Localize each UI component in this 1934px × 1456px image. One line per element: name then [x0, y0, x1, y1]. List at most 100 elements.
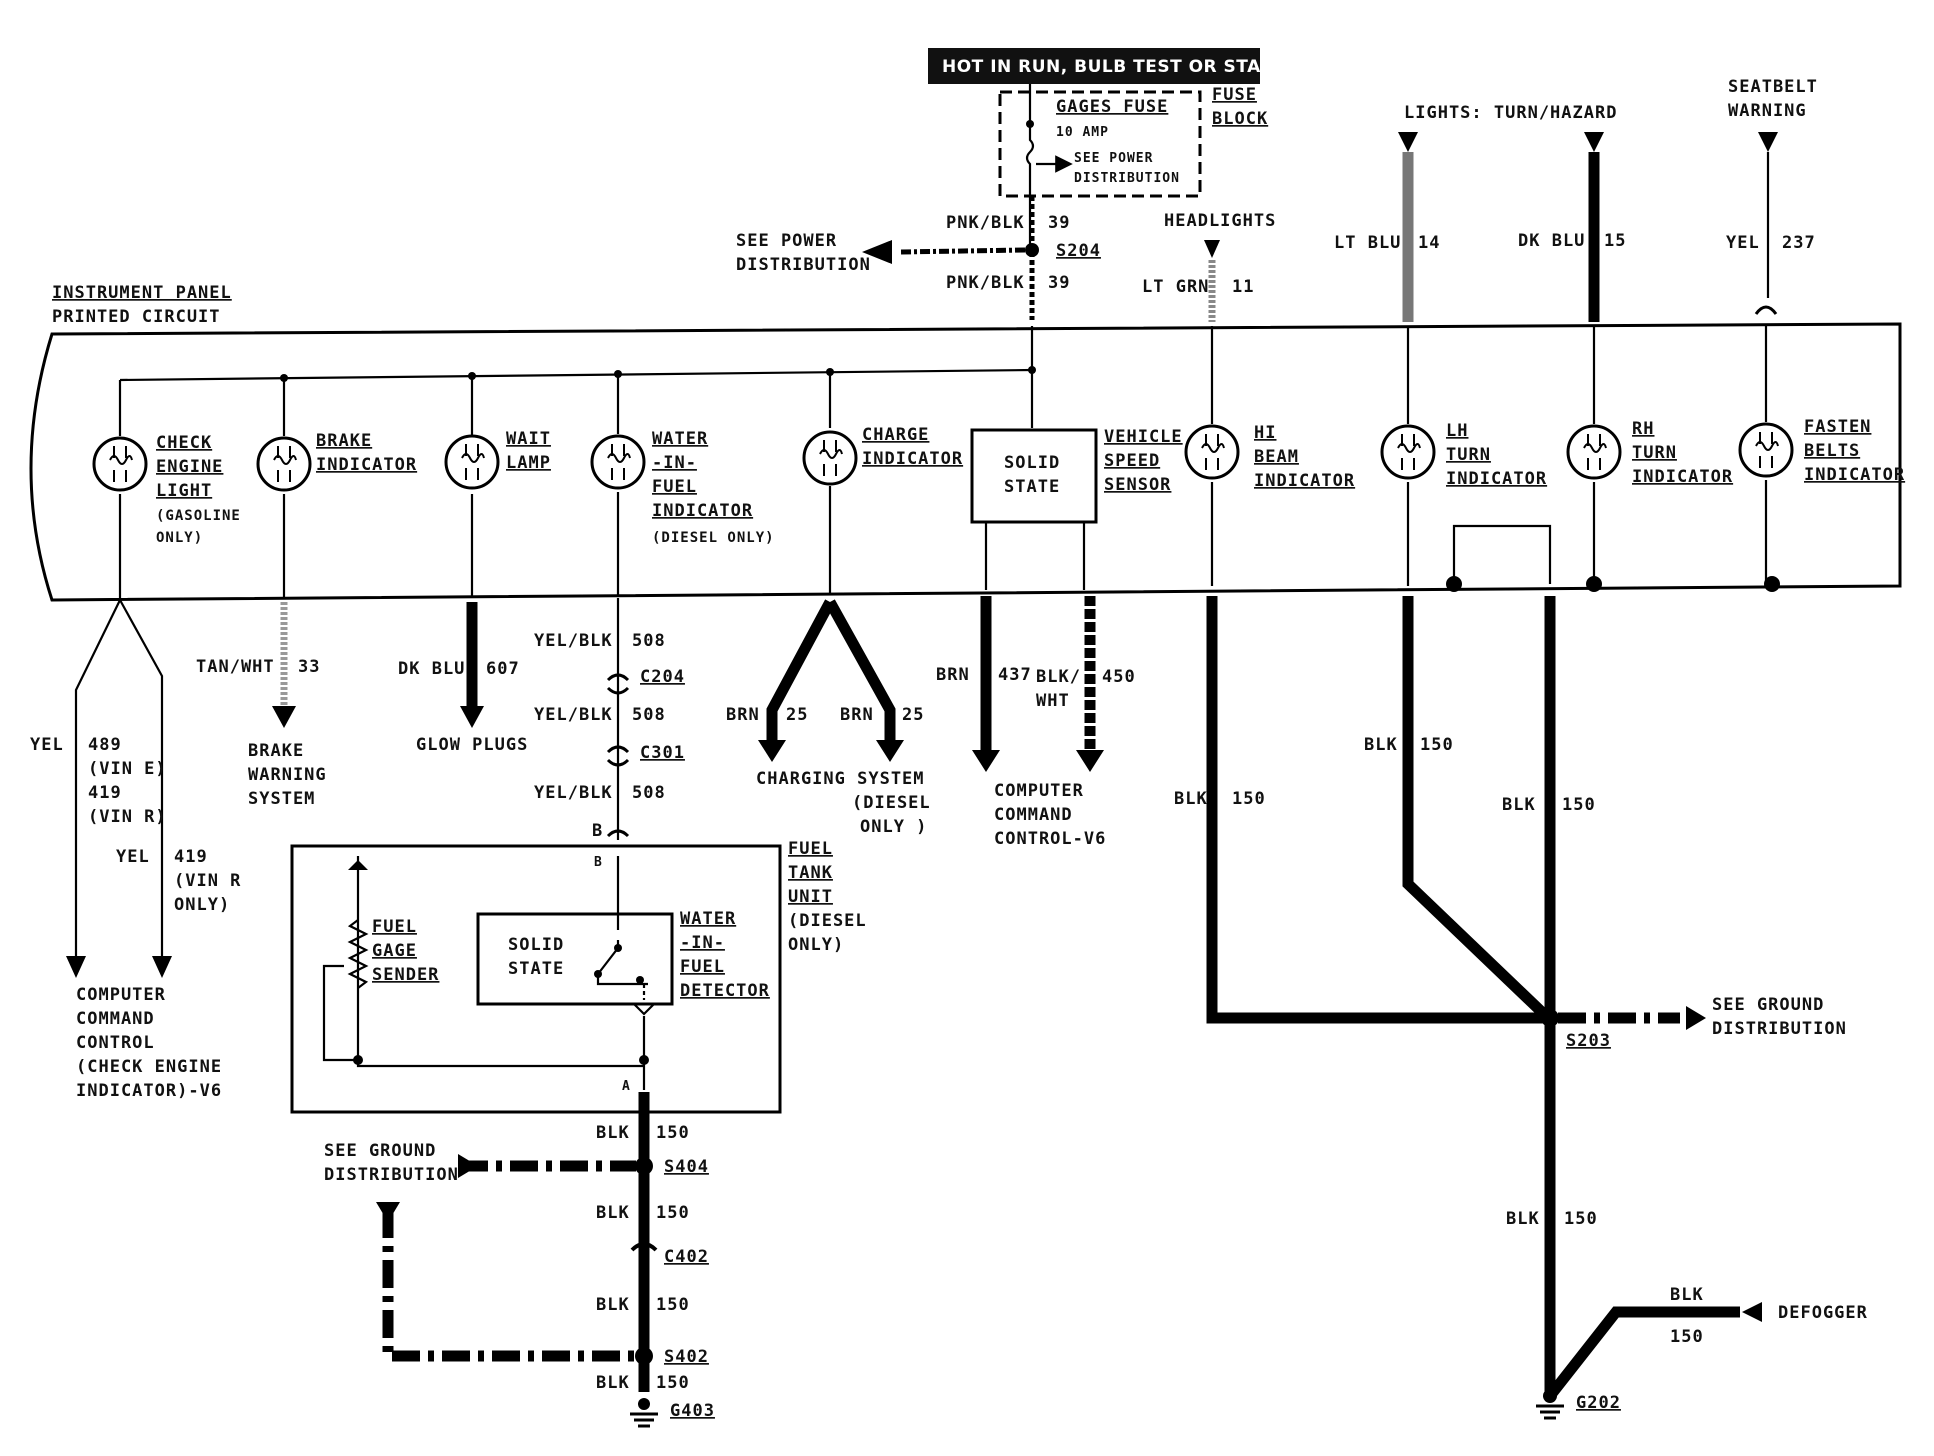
vss-label-2: SPEED	[1104, 451, 1160, 471]
glow-plugs-label: GLOW PLUGS	[416, 735, 528, 755]
gr-see-ground-2: DISTRIBUTION	[1712, 1019, 1847, 1039]
tan-wht-num: 33	[298, 657, 320, 677]
wif-label-1: WATER	[652, 429, 708, 449]
charging-3: ONLY )	[860, 817, 927, 837]
blk-wht-label-2: WHT	[1036, 691, 1070, 711]
gr-blk-def: BLK	[1670, 1285, 1704, 1305]
gl-n-2: 150	[656, 1203, 690, 1223]
lt-grn-num: 11	[1232, 277, 1254, 297]
solid-state-box	[970, 428, 1098, 524]
headlights-label: HEADLIGHTS	[1164, 211, 1276, 231]
feed-wire-bot-num: 39	[1048, 273, 1070, 293]
ccc-check-3: CONTROL	[76, 1033, 155, 1053]
check-engine-bulb-icon	[92, 436, 148, 492]
ground-g403-icon	[630, 1398, 658, 1428]
dk-blu-num: 15	[1604, 231, 1626, 251]
charge-label-2: INDICATOR	[862, 449, 963, 469]
ccc-v6-2: COMMAND	[994, 805, 1073, 825]
internal-bus	[119, 368, 1033, 382]
gl-blk-4: BLK	[596, 1373, 630, 1393]
brn-b-label: BRN	[840, 705, 874, 725]
feed-power-arrow	[862, 240, 892, 264]
vss-label-3: SENSOR	[1104, 475, 1171, 495]
brn-25-left-wire	[766, 599, 835, 740]
fuse-name: GAGES FUSE	[1056, 97, 1168, 117]
detector-label-2: -IN-	[680, 933, 725, 953]
hi-beam-label-2: BEAM	[1254, 447, 1299, 467]
feed-see-power-1: SEE POWER	[736, 231, 837, 251]
wif-label-3: FUEL	[652, 477, 697, 497]
yel-419-label: YEL	[116, 847, 150, 867]
fuel-tank-label-4: (DIESEL	[788, 911, 867, 931]
brake-label-1: BRAKE	[316, 431, 372, 451]
yel-blk-1-num: 508	[632, 631, 666, 651]
gl-c402: C402	[664, 1247, 709, 1267]
vss-label-1: VEHICLE	[1104, 427, 1183, 447]
wait-lamp-bulb-icon	[444, 434, 500, 490]
fuel-tank-label-5: ONLY)	[788, 935, 844, 955]
fasten-belts-bulb-icon	[1738, 422, 1794, 478]
lh-turn-label-2: TURN	[1446, 445, 1491, 465]
fasten-label-1: FASTEN	[1804, 417, 1871, 437]
feed-power-distribution-wire	[899, 247, 1026, 255]
gl-see-ground-2: DISTRIBUTION	[324, 1165, 459, 1185]
gl-s402: S402	[664, 1347, 709, 1367]
tan-wht-label: TAN/WHT	[196, 657, 275, 677]
charge-bulb-icon	[802, 430, 858, 486]
hi-beam-label-1: HI	[1254, 423, 1276, 443]
gl-blk-1: BLK	[596, 1123, 630, 1143]
gr-n-main: 150	[1564, 1209, 1598, 1229]
banner-text: HOT IN RUN, BULB TEST OR START	[942, 57, 1286, 77]
yel-489-vin-e: (VIN E)	[88, 759, 167, 779]
feed-splice-label: S204	[1056, 241, 1101, 261]
banner-box	[928, 48, 1260, 84]
dk-blu-607-num: 607	[486, 659, 520, 679]
fuse-block-label-2: BLOCK	[1212, 109, 1268, 129]
fasten-label-2: BELTS	[1804, 441, 1860, 461]
gr-blk-lh: BLK	[1364, 735, 1398, 755]
wif-note: (DIESEL ONLY)	[652, 530, 775, 546]
lt-blu-label: LT BLU	[1334, 233, 1401, 253]
defogger-wire	[1545, 1306, 1740, 1400]
feed-see-power-2: DISTRIBUTION	[736, 255, 871, 275]
fuse-see-power-1: SEE POWER	[1074, 151, 1153, 166]
ccc-v6-3: CONTROL-V6	[994, 829, 1106, 849]
headlights-arrow	[1204, 240, 1220, 258]
fuse-element	[1025, 84, 1035, 246]
brn-25-right-wire	[825, 599, 896, 740]
brn-437-num: 437	[998, 665, 1032, 685]
hi-beam-bulb-icon	[1184, 424, 1240, 480]
c204-label: C204	[640, 667, 685, 687]
rh-turn-bulb-icon	[1566, 424, 1622, 480]
fuel-gage-sender-resistor	[347, 919, 369, 989]
lh-turn-label-3: INDICATOR	[1446, 469, 1547, 489]
seatbelt-label-1: SEATBELT	[1728, 77, 1818, 97]
gl-s404: S404	[664, 1157, 709, 1177]
fuse-see-power-2: DISTRIBUTION	[1074, 171, 1180, 186]
brake-label-2: INDICATOR	[316, 455, 417, 475]
turn-hazard-label: LIGHTS: TURN/HAZARD	[1404, 103, 1617, 123]
gl-blk-2: BLK	[596, 1203, 630, 1223]
check-engine-note-1: (GASOLINE	[156, 508, 241, 524]
fuel-tank-label-2: TANK	[788, 863, 833, 883]
yel-489-num: 489	[88, 735, 122, 755]
pin-b-inner: B	[594, 855, 603, 870]
brake-sys-2: WARNING	[248, 765, 327, 785]
lh-turn-label-1: LH	[1446, 421, 1468, 441]
brake-sys-1: BRAKE	[248, 741, 304, 761]
gr-n-def: 150	[1670, 1327, 1704, 1347]
solid-state-label-2: STATE	[1004, 477, 1060, 497]
ground-g202-icon	[1536, 1389, 1564, 1420]
fuel-tank-label-1: FUEL	[788, 839, 833, 859]
dk-blu-607-label: DK BLU	[398, 659, 465, 679]
splice-s203	[1541, 1009, 1559, 1027]
gage-sender-2: GAGE	[372, 941, 417, 961]
gl-n-1: 150	[656, 1123, 690, 1143]
panel-title-1: INSTRUMENT PANEL	[52, 283, 232, 303]
lh-turn-bulb-icon	[1380, 424, 1436, 480]
gl-n-3: 150	[656, 1295, 690, 1315]
ccc-check-2: COMMAND	[76, 1009, 155, 1029]
ccc-check-4: (CHECK ENGINE	[76, 1057, 222, 1077]
brn-a-num: 25	[786, 705, 808, 725]
gl-see-ground-1: SEE GROUND	[324, 1141, 436, 1161]
